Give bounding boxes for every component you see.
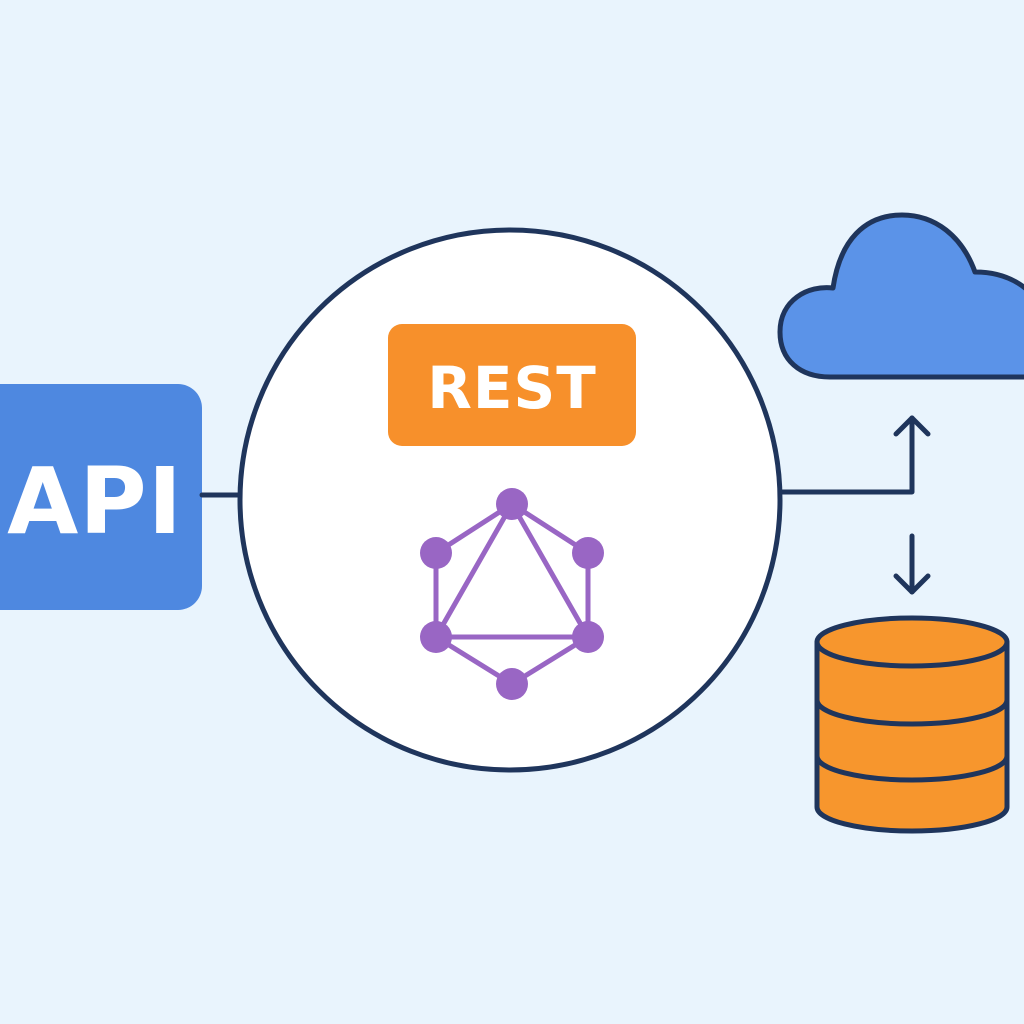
graphql-triangle (433, 501, 591, 640)
api-block: API (0, 384, 202, 610)
rest-label: REST (427, 354, 597, 422)
graphql-node (496, 488, 528, 520)
database-body (814, 639, 1010, 834)
graphql-node (572, 621, 604, 653)
database-top (814, 615, 1010, 669)
graphql-node (420, 537, 452, 569)
rest-badge-shape (388, 324, 636, 446)
hub-to-cloud-arrow-line (777, 415, 915, 495)
to-database-arrow-head (893, 573, 931, 595)
hub-to-cloud-arrow (777, 415, 931, 495)
graphql-icon (420, 488, 604, 700)
graphql-node (420, 621, 452, 653)
api-block-shape (0, 384, 202, 610)
graphql-node (572, 537, 604, 569)
database-ring (814, 699, 1010, 727)
graphql-node (496, 668, 528, 700)
database-icon (814, 615, 1010, 834)
rest-badge: REST (388, 324, 636, 446)
database-ring (814, 755, 1010, 783)
cloud-icon (777, 212, 1024, 380)
api-label: API (7, 448, 183, 555)
hub-to-cloud-arrow-head (893, 415, 931, 437)
to-database-arrow (893, 533, 931, 595)
